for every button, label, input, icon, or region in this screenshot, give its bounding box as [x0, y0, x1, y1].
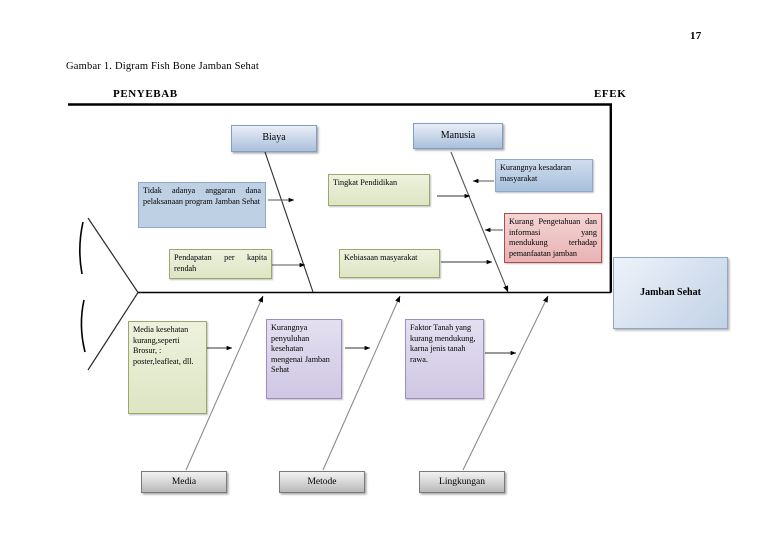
effect-label: Jamban Sehat: [640, 286, 701, 298]
header-efek: EFEK: [594, 88, 627, 100]
cause-box-media-kesehatan[interactable]: Media kesehatan kurang,seperti Brosur, :…: [128, 321, 207, 414]
category-box-manusia[interactable]: Manusia: [413, 123, 503, 149]
category-label-lingkungan: Lingkungan: [439, 476, 485, 487]
header-penyebab: PENYEBAB: [113, 88, 178, 100]
cause-box-faktor-tanah[interactable]: Faktor Tanah yang kurang mendukung, karn…: [405, 319, 484, 399]
cause-text-media-kesehatan: Media kesehatan kurang,seperti Brosur, :…: [133, 325, 194, 366]
category-box-biaya[interactable]: Biaya: [231, 125, 317, 152]
category-label-metode: Metode: [307, 476, 337, 487]
cause-box-kesadaran[interactable]: Kurangnya kesadaran masyarakat: [495, 159, 593, 192]
category-label-media: Media: [171, 476, 197, 487]
cause-text-pendidikan: Tingkat Pendidikan: [333, 178, 398, 187]
cause-box-kebiasaan[interactable]: Kebiasaan masyarakat: [339, 249, 440, 278]
page-number: 17: [690, 30, 702, 42]
cause-text-penyuluhan: Kurangnya penyuluhan kesehatan mengenai …: [271, 323, 330, 374]
category-box-lingkungan[interactable]: Lingkungan: [419, 471, 505, 493]
cause-text-faktor-tanah: Faktor Tanah yang kurang mendukung, karn…: [410, 323, 476, 364]
cause-box-pengetahuan[interactable]: Kurang Pengetahuan dan informasi yang me…: [504, 213, 602, 263]
category-label-biaya: Biaya: [262, 132, 286, 144]
cause-box-pendidikan[interactable]: Tingkat Pendidikan: [328, 174, 430, 206]
effect-box-jamban-sehat[interactable]: Jamban Sehat: [613, 257, 728, 329]
cause-text-kebiasaan: Kebiasaan masyarakat: [344, 253, 418, 262]
cause-box-anggaran[interactable]: Tidak adanya anggaran dana pelaksanaan p…: [138, 182, 266, 228]
bone-biaya: [264, 151, 314, 293]
cause-text-pengetahuan: Kurang Pengetahuan dan informasi yang me…: [509, 217, 597, 258]
category-box-metode[interactable]: Metode: [279, 471, 365, 493]
cause-box-penyuluhan[interactable]: Kurangnya penyuluhan kesehatan mengenai …: [266, 319, 342, 399]
cause-text-anggaran: Tidak adanya anggaran dana pelaksanaan p…: [143, 186, 261, 206]
figure-caption: Gambar 1. Digram Fish Bone Jamban Sehat: [66, 61, 259, 72]
cause-text-pendapatan: Pendapatan per kapita rendah: [174, 253, 267, 273]
category-label-manusia: Manusia: [440, 129, 476, 141]
cause-text-kesadaran: Kurangnya kesadaran masyarakat: [500, 163, 572, 183]
category-box-media[interactable]: Media: [141, 471, 227, 493]
cause-box-pendapatan[interactable]: Pendapatan per kapita rendah: [169, 249, 272, 279]
